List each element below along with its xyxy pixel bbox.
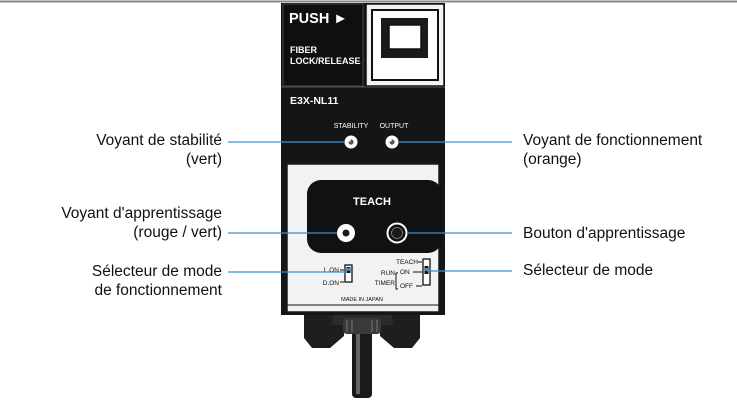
teach-button[interactable] xyxy=(386,222,408,244)
output-indicator xyxy=(385,135,399,149)
stability-indicator xyxy=(344,135,358,149)
leader-lines xyxy=(228,141,512,273)
output-label: OUTPUT xyxy=(380,123,410,130)
don-label: D.ON xyxy=(323,280,340,287)
callout-stability-line2: (vert) xyxy=(185,151,222,168)
timer-label: TIMER xyxy=(375,280,396,287)
callout-teach-button-line1: Bouton d'apprentissage xyxy=(523,225,686,242)
callout-stability-line1: Voyant de stabilité xyxy=(96,132,222,149)
mode-selector-switch[interactable] xyxy=(422,258,431,286)
push-block xyxy=(282,3,364,87)
push-label: PUSH ► xyxy=(289,11,348,27)
stability-label: STABILITY xyxy=(334,123,369,130)
teach-indicator xyxy=(337,224,355,242)
run-timer-bracket xyxy=(395,272,398,290)
callout-mode-right-line1: Sélecteur de mode xyxy=(523,262,654,279)
teach-panel-label: TEACH xyxy=(353,196,391,208)
made-in-label: MADE IN JAPAN xyxy=(341,297,383,303)
callout-operation-indicator: Voyant de fonctionnement (orange) xyxy=(523,131,702,169)
cable-highlight xyxy=(356,316,360,394)
callout-teach-indicator-line1: Voyant d'apprentissage xyxy=(61,205,222,222)
callout-teach-indicator: Voyant d'apprentissage (rouge / vert) xyxy=(61,204,222,242)
off-label: OFF xyxy=(400,283,413,290)
operation-mode-switch[interactable] xyxy=(344,264,353,283)
model-label: E3X-NL11 xyxy=(290,95,339,107)
callout-mode-left-line2: de fonctionnement xyxy=(94,282,222,299)
bottom-connector xyxy=(304,306,420,348)
lon-label: L.ON xyxy=(324,267,339,274)
callout-teach-indicator-line2: (rouge / vert) xyxy=(133,224,222,241)
callout-mode-selector-right: Sélecteur de mode xyxy=(523,261,653,280)
teach-switch-label: TEACH xyxy=(396,259,418,266)
fiber-label: FIBER xyxy=(290,45,318,55)
callout-operation-line2: (orange) xyxy=(523,151,582,168)
callout-teach-button: Bouton d'apprentissage xyxy=(523,224,685,243)
callout-mode-selector-left: Sélecteur de mode de fonctionnement xyxy=(92,262,222,300)
on-label: ON xyxy=(400,269,410,276)
callout-operation-line1: Voyant de fonctionnement xyxy=(523,132,703,149)
callout-stability-indicator: Voyant de stabilité (vert) xyxy=(96,131,222,169)
callout-mode-left-line1: Sélecteur de mode xyxy=(91,263,222,280)
run-label: RUN xyxy=(381,270,395,277)
lock-release-label: LOCK/RELEASE xyxy=(290,56,361,66)
fiber-lock-lever[interactable] xyxy=(365,3,445,87)
